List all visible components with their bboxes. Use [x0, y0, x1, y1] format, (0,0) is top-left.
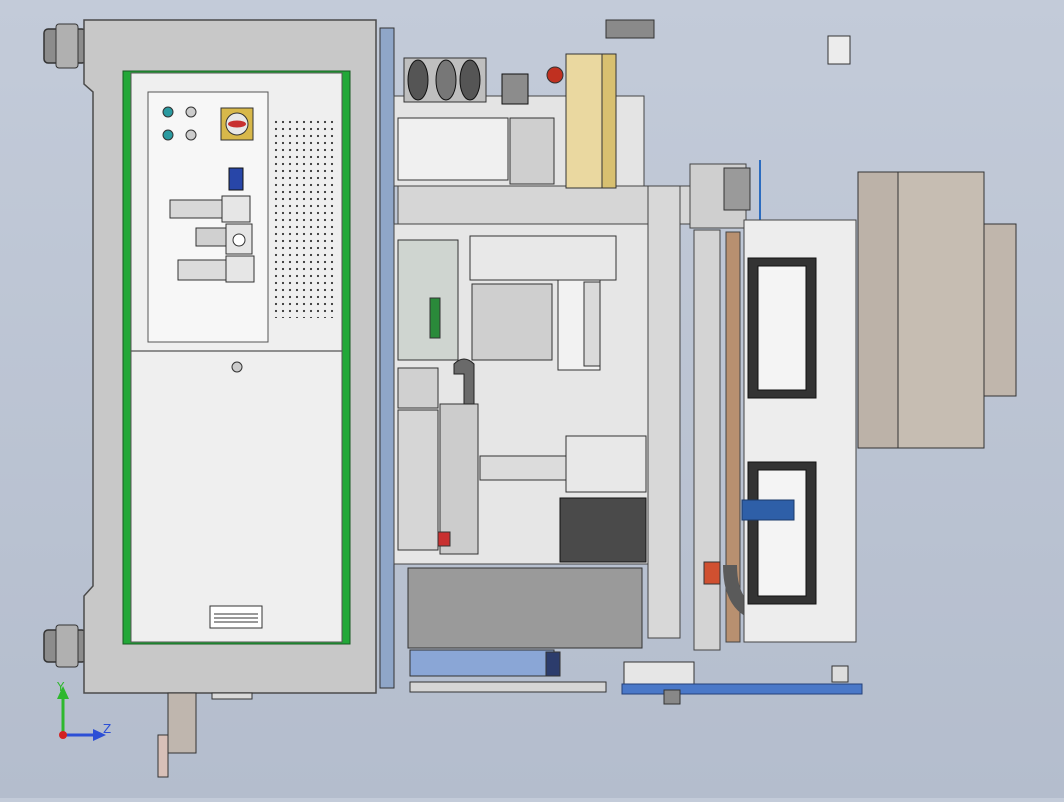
indicator-lamp-3 — [162, 129, 174, 141]
mounting-bracket — [157, 692, 253, 778]
coordinate-triad: Y Z — [56, 680, 111, 741]
caster-wheel-top — [43, 23, 87, 69]
indicator-lamp-1 — [162, 106, 174, 118]
loose-part-top-right — [827, 35, 851, 65]
processing-station-lower — [429, 358, 721, 585]
air-filter-regulator — [169, 167, 255, 283]
z-axis-label: Z — [103, 722, 111, 736]
processing-station-upper — [469, 235, 617, 371]
right-vacuum-chamber — [741, 219, 857, 643]
vent-grille — [272, 118, 338, 318]
motor-housing — [857, 171, 1017, 449]
loose-part-top-middle — [605, 19, 655, 39]
cabinet-handle[interactable] — [209, 605, 263, 629]
caster-wheel-bottom — [43, 624, 87, 668]
y-axis-label: Y — [56, 680, 65, 694]
control-panel — [147, 91, 338, 343]
indicator-lamp-2 — [185, 106, 197, 118]
alarm-light-icon — [546, 66, 564, 84]
indicator-lamp-4 — [185, 129, 197, 141]
door-lock-icon — [231, 361, 243, 373]
bottom-base — [407, 567, 863, 705]
left-sensor-column — [397, 239, 459, 551]
top-feeder-assembly — [397, 19, 655, 189]
